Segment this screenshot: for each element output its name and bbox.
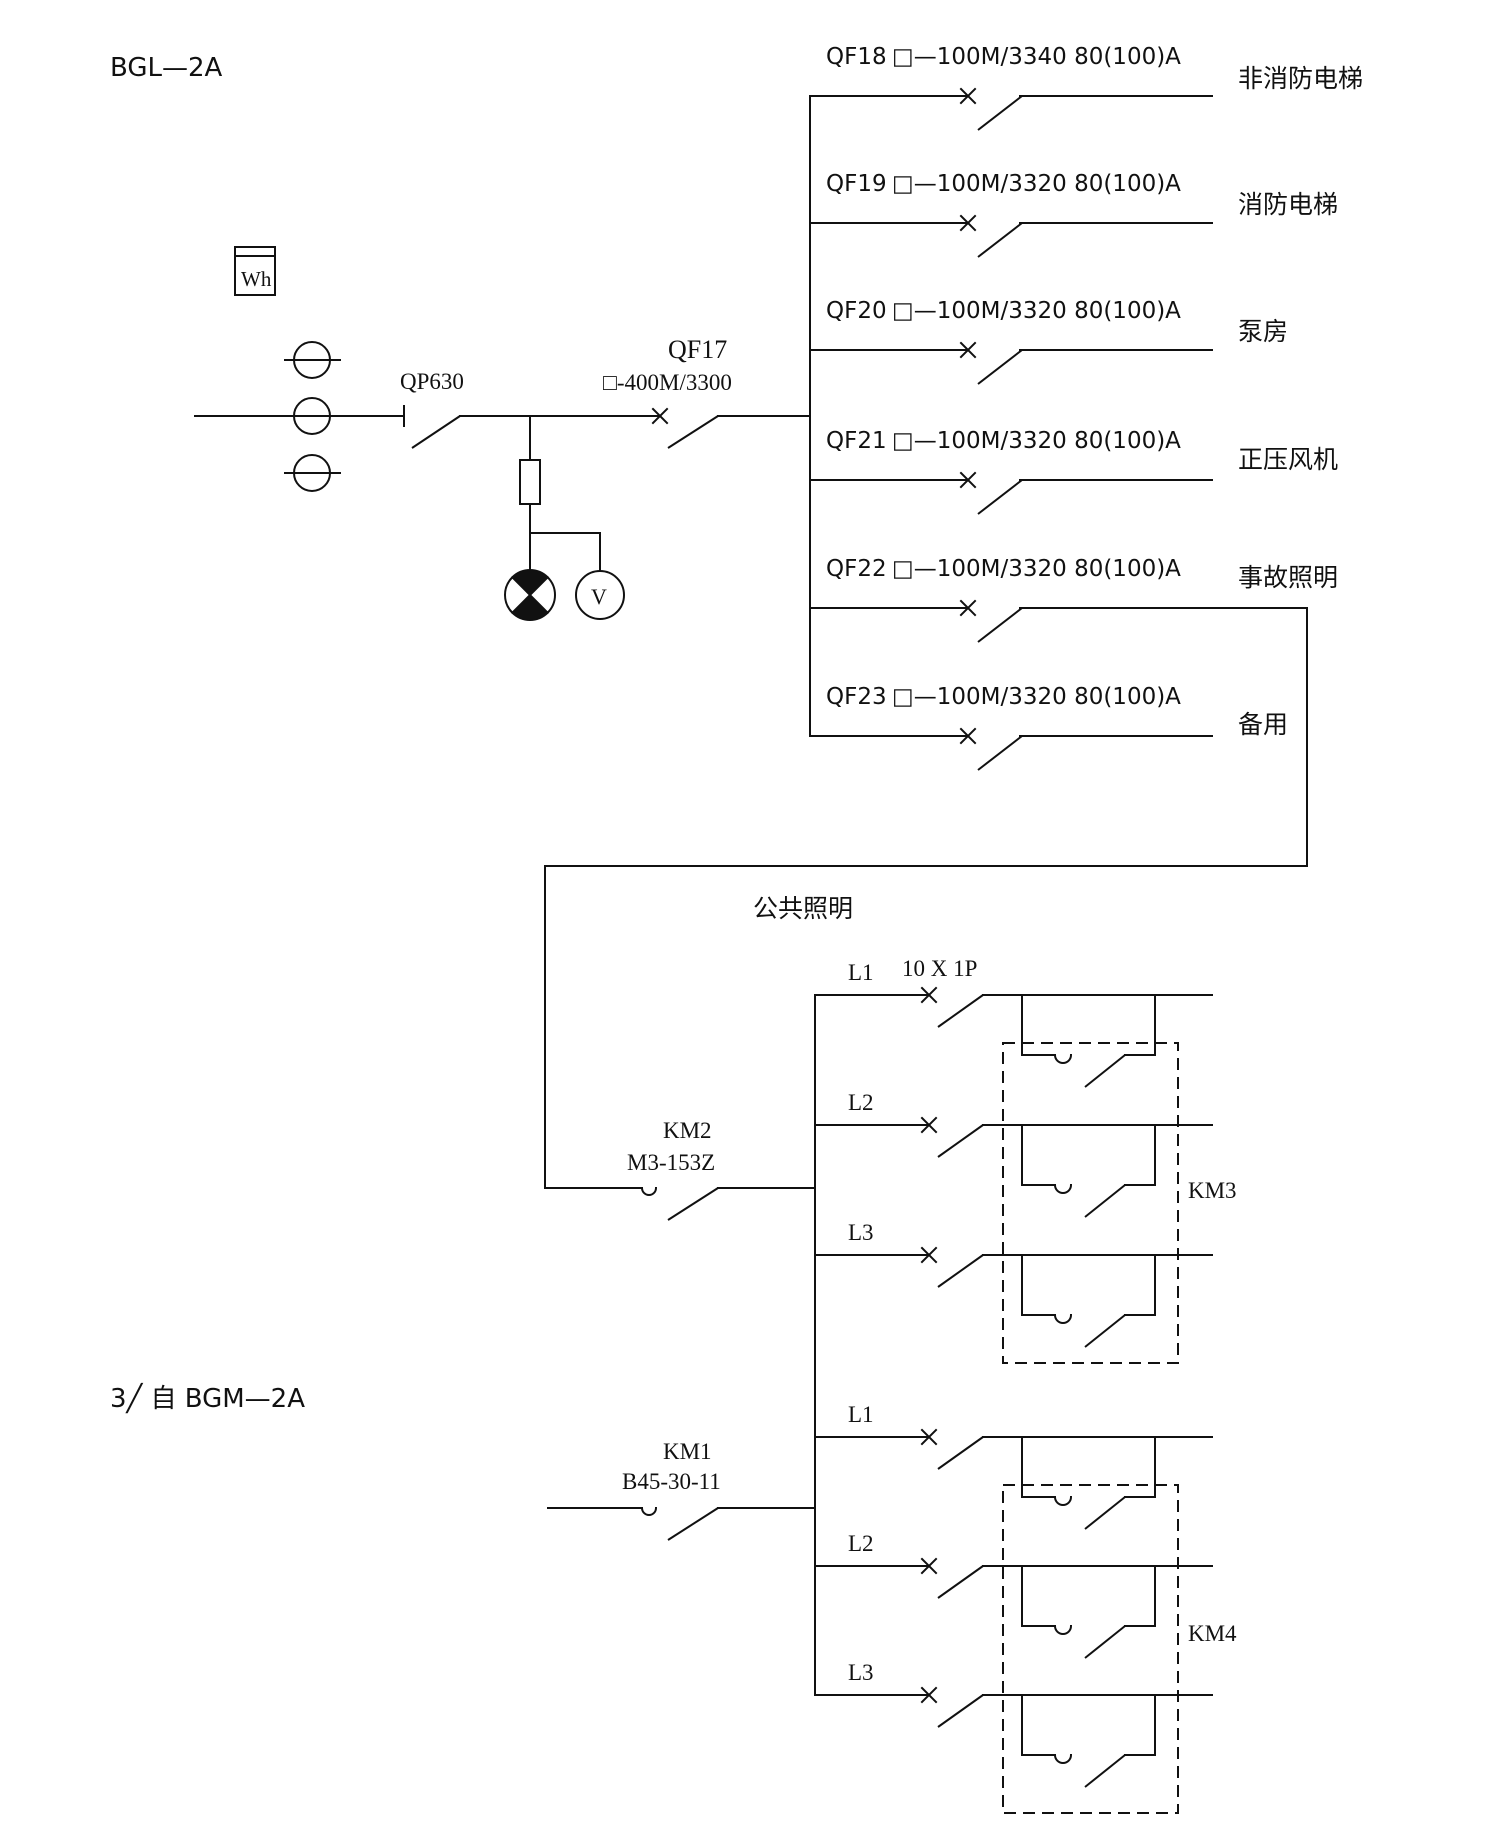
km3-box <box>1002 1042 1179 1364</box>
phase-label: L3 <box>848 1660 874 1685</box>
phase-label: L1 <box>848 960 874 985</box>
feeder-load: 正压风机 <box>1238 445 1338 474</box>
breaker-x-icon <box>959 471 977 489</box>
breaker-x-icon <box>920 1686 938 1704</box>
feeder-load: 事故照明 <box>1238 563 1338 592</box>
breaker-x-icon <box>920 1557 938 1575</box>
main-switch-label: QP630 <box>400 369 464 394</box>
contactor-contact-icon <box>1053 1495 1073 1506</box>
meter-label: Wh <box>241 267 272 291</box>
breaker-x-icon <box>651 407 669 425</box>
feeder-id: QF18 <box>826 44 887 70</box>
feeder-id: QF22 <box>826 556 887 582</box>
km1-model: B45-30-11 <box>622 1469 721 1494</box>
breaker-x-icon <box>920 1116 938 1134</box>
feeder-qf18: QF18□—100M/3340 80(100)A 非消防电梯 <box>809 44 1363 131</box>
km4-box <box>1002 1484 1179 1814</box>
contactor-contact-icon <box>1053 1753 1073 1764</box>
feeder-id: QF23 <box>826 684 887 710</box>
lighting-rating: 10 X 1P <box>902 956 977 981</box>
breaker-x-icon <box>959 599 977 617</box>
breaker-x-icon <box>920 986 938 1004</box>
feeder-load: 泵房 <box>1238 317 1288 346</box>
phase-label: L1 <box>848 1402 874 1427</box>
feeder-load: 非消防电梯 <box>1238 64 1363 93</box>
feeder-rating: □—100M/3320 80(100)A <box>892 171 1181 197</box>
feeder-id: QF21 <box>826 428 887 454</box>
contactor-contact-icon <box>640 1506 658 1516</box>
km1-label: KM1 <box>663 1439 712 1464</box>
contactor-contact-icon <box>1053 1313 1073 1324</box>
voltmeter-label: V <box>591 584 607 609</box>
contactor-contact-icon <box>1053 1624 1073 1635</box>
lighting-circuit: L1 <box>814 960 1213 1088</box>
main-breaker-rating: □-400M/3300 <box>603 370 732 395</box>
phase-label: L3 <box>848 1220 874 1245</box>
lighting-circuit: L1 <box>814 1402 1213 1530</box>
lighting-circuit: L2 <box>814 1090 1213 1218</box>
feeder-id: QF20 <box>826 298 887 324</box>
lighting-circuit: L2 <box>814 1531 1213 1659</box>
breaker-x-icon <box>959 341 977 359</box>
feeder-rating: □—100M/3320 80(100)A <box>892 556 1181 582</box>
breaker-x-icon <box>959 214 977 232</box>
feeder-load: 备用 <box>1238 710 1288 739</box>
km4-label: KM4 <box>1188 1621 1237 1646</box>
km3-label: KM3 <box>1188 1178 1237 1203</box>
feeder-id: QF19 <box>826 171 887 197</box>
feeder-qf19: QF19□—100M/3320 80(100)A 消防电梯 <box>809 171 1338 258</box>
lighting-title: 公共照明 <box>753 894 853 923</box>
feeder-qf21: QF21□—100M/3320 80(100)A 正压风机 <box>809 428 1338 515</box>
phase-label: L2 <box>848 1090 874 1115</box>
contactor-contact-icon <box>1053 1183 1073 1194</box>
lighting-circuit: L3 <box>814 1220 1213 1348</box>
main-breaker-label: QF17 <box>668 335 727 364</box>
lighting-circuit: L3 <box>814 1660 1213 1788</box>
breaker-x-icon <box>959 87 977 105</box>
km2-model: M3-153Z <box>627 1150 715 1175</box>
feeder-group: QF18□—100M/3340 80(100)A非消防电梯QF19□—100M/… <box>809 44 1363 771</box>
feeder-load: 消防电梯 <box>1238 190 1338 219</box>
feeder-qf23: QF23□—100M/3320 80(100)A 备用 <box>809 684 1288 771</box>
contactor-contact-icon <box>640 1186 658 1196</box>
feeder-rating: □—100M/3320 80(100)A <box>892 684 1181 710</box>
breaker-x-icon <box>920 1246 938 1264</box>
energy-meter-icon: Wh <box>234 246 276 296</box>
indicator-lamp-icon <box>504 569 556 621</box>
voltmeter-icon: V <box>575 570 625 620</box>
panel-title: BGL—2A <box>110 53 223 83</box>
feeder-rating: □—100M/3320 80(100)A <box>892 428 1181 454</box>
feeder-rating: □—100M/3320 80(100)A <box>892 298 1181 324</box>
source-label: 3╱ 自 BGM—2A <box>110 1382 305 1414</box>
feeder-qf22: QF22□—100M/3320 80(100)A 事故照明 <box>809 556 1338 643</box>
breaker-x-icon <box>959 727 977 745</box>
km2-label: KM2 <box>663 1118 712 1143</box>
fuse-icon <box>519 459 541 505</box>
contactor-contact-icon <box>1053 1053 1073 1064</box>
breaker-x-icon <box>920 1428 938 1446</box>
feeder-qf20: QF20□—100M/3320 80(100)A 泵房 <box>809 298 1288 385</box>
phase-label: L2 <box>848 1531 874 1556</box>
feeder-rating: □—100M/3340 80(100)A <box>892 44 1181 70</box>
